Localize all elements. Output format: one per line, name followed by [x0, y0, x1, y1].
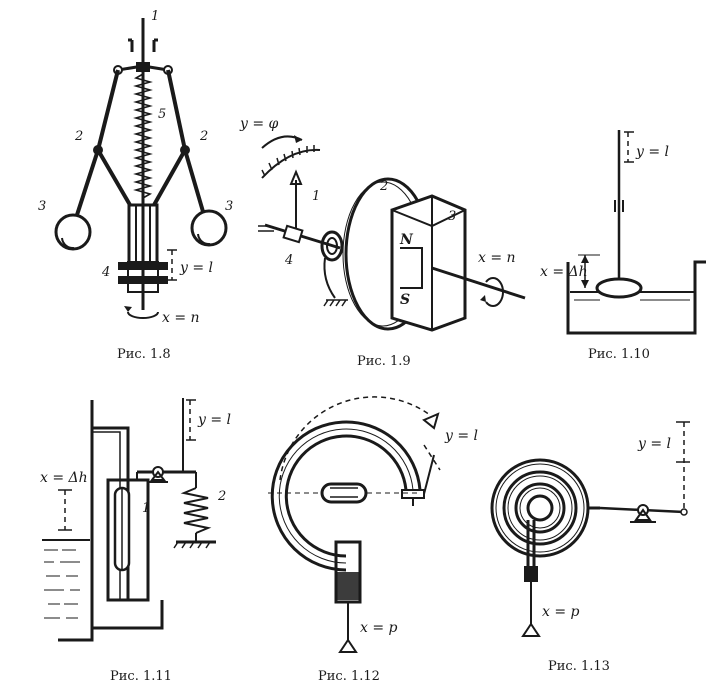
left-joint: [93, 145, 103, 155]
label-float: 1: [142, 501, 150, 516]
label-disc: 2: [379, 179, 388, 194]
label-spring: 2: [217, 489, 226, 504]
label-input: x = p: [360, 620, 398, 636]
travel-arc: [279, 396, 431, 481]
float-chamber: [106, 478, 150, 602]
fig-1-8: 1 2 2 3 3 4 5 y = l x = n Рис. 1.8: [38, 9, 233, 362]
left-ball: [54, 213, 92, 251]
label-lever-right: 2: [199, 129, 208, 144]
left-ball-arm: [74, 149, 100, 219]
fig-1-11: x = Δh y = l 1 2 Рис. 1.11: [40, 398, 231, 684]
bourdon-tube: [270, 420, 422, 572]
clutch-collar-top: [118, 262, 168, 270]
caption-fig-1-9: Рис. 1.9: [357, 354, 411, 369]
label-output: y = l: [635, 144, 669, 160]
caption-fig-1-13: Рис. 1.13: [548, 659, 610, 674]
label-output: y = φ: [239, 116, 279, 132]
label-input: x = Δh: [540, 264, 588, 280]
fig-1-10: y = l x = Δh Рис. 1.10: [540, 130, 706, 362]
label-output: y = l: [197, 412, 231, 428]
top-bearing: [128, 38, 158, 52]
right-lower-link: [152, 149, 187, 206]
label-ball-left: 3: [38, 199, 46, 214]
right-joint: [180, 145, 190, 155]
spiral-tube: [490, 458, 590, 558]
rotation-arrow: [127, 311, 159, 319]
caption-fig-1-10: Рис. 1.10: [588, 347, 650, 362]
label-input: x = Δh: [40, 470, 88, 486]
label-ball-right: 3: [225, 199, 233, 214]
tachometer-scale: [261, 148, 321, 179]
spring-2: [180, 487, 212, 534]
spiral-spring: [320, 230, 344, 262]
caption-fig-1-11: Рис. 1.11: [110, 669, 172, 684]
label-magnet: 3: [448, 209, 456, 224]
label-clutch: 4: [101, 265, 110, 280]
magnet-pole-n: N: [399, 232, 414, 248]
label-input: x = p: [542, 604, 580, 620]
right-ball-arm: [183, 149, 206, 216]
caption-fig-1-8: Рис. 1.8: [117, 347, 171, 362]
fig-1-13: y = l x = p Рис. 1.13: [490, 421, 690, 674]
pressure-fitting: [524, 566, 538, 582]
left-lower-link: [96, 148, 132, 207]
left-upper-arm: [96, 69, 120, 151]
label-axis-1: 1: [151, 9, 159, 24]
caption-fig-1-12: Рис. 1.12: [318, 669, 380, 684]
spindle-shaft: [264, 223, 341, 250]
governor-spring: [133, 73, 153, 199]
label-output: y = l: [444, 428, 478, 444]
magnet-pole-s: S: [400, 292, 410, 308]
fig-1-12: y = l x = p Рис. 1.12: [268, 396, 478, 684]
tube-cross-section: [320, 482, 368, 504]
label-needle: 1: [312, 189, 320, 204]
clutch-collar-bottom: [118, 276, 168, 284]
label-output: y = l: [179, 260, 213, 276]
label-input: x = n: [478, 250, 516, 266]
right-upper-arm: [166, 69, 187, 151]
float: [595, 277, 643, 299]
label-lever-left: 2: [74, 129, 83, 144]
input-shaft: [431, 266, 526, 300]
fig-1-9: N S y = φ 1 2 3 4 x = n Рис. 1.9: [239, 116, 526, 369]
right-ball: [190, 209, 228, 247]
label-spring: 5: [158, 107, 166, 122]
liquid-vessel: [566, 260, 706, 335]
left-vessel: [58, 400, 94, 642]
label-input: x = n: [162, 310, 200, 326]
label-spring: 4: [284, 253, 293, 268]
label-output: y = l: [637, 436, 671, 452]
